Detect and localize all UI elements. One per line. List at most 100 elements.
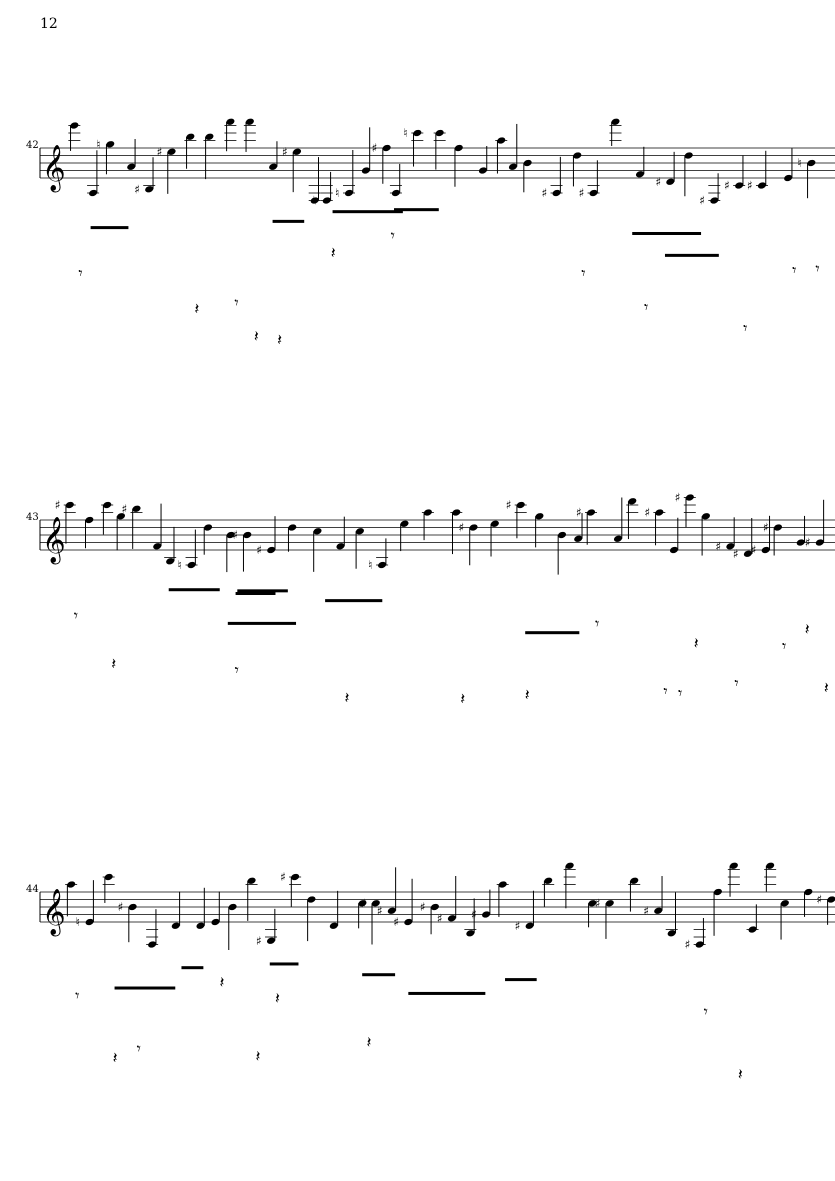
system-43: 𝄞♯𝄾𝄽♯♮𝄾♯♯𝄽♮𝄽♯♯𝄽♯𝄾♯𝄾𝄾♯𝄽♯𝄾♯♯♯𝄾𝄽♯𝄽 [39, 491, 835, 708]
notehead [516, 501, 525, 509]
notehead [269, 163, 278, 170]
notehead [148, 941, 157, 948]
rest: 𝄽 [460, 689, 465, 708]
notehead [784, 174, 793, 182]
notehead [482, 911, 491, 918]
notehead [378, 561, 387, 569]
notehead [498, 881, 507, 888]
beam [227, 621, 297, 625]
notehead [635, 171, 645, 178]
treble-clef: 𝄞 [42, 517, 66, 565]
natural-accidental: ♮ [797, 156, 801, 170]
natural-accidental: ♮ [178, 558, 182, 572]
notehead [523, 159, 532, 167]
notehead [710, 197, 719, 204]
sharp-accidental: ♯ [644, 506, 650, 520]
notehead [400, 520, 409, 527]
notehead [85, 918, 94, 926]
sharp-accidental: ♯ [675, 491, 681, 505]
notehead [127, 163, 136, 170]
notehead [167, 148, 176, 155]
beam [114, 986, 176, 990]
notehead [713, 888, 722, 896]
notehead [413, 129, 422, 137]
notehead [535, 513, 544, 520]
notehead [205, 133, 214, 140]
sharp-accidental: ♯ [579, 186, 585, 200]
rest: 𝄽 [805, 620, 810, 639]
sharp-accidental: ♯ [655, 175, 661, 189]
notehead [132, 505, 141, 512]
notehead [726, 543, 735, 550]
rest: 𝄽 [219, 972, 224, 991]
beam [325, 599, 383, 603]
rest: 𝄽 [194, 299, 199, 318]
notehead [267, 546, 276, 554]
sharp-accidental: ♯ [763, 521, 769, 535]
measure-number-44: 44 [26, 884, 39, 895]
notehead [313, 528, 322, 535]
sharp-accidental: ♯ [157, 145, 163, 159]
notehead [336, 543, 345, 550]
notehead [322, 197, 331, 204]
beam [525, 631, 580, 635]
sharp-accidental: ♯ [121, 502, 127, 516]
sharp-accidental: ♯ [256, 543, 262, 557]
rest: 𝄽 [277, 330, 282, 349]
notehead [104, 873, 113, 881]
notehead [187, 561, 196, 569]
notehead [552, 189, 561, 197]
natural-accidental: ♮ [403, 126, 407, 140]
treble-clef: 𝄞 [42, 889, 66, 937]
rest: 𝄽 [256, 1047, 261, 1066]
notehead [508, 163, 518, 170]
notehead [666, 178, 675, 185]
notehead [344, 189, 354, 197]
sharp-accidental: ♯ [805, 536, 811, 550]
notehead [466, 930, 475, 937]
sharp-accidental: ♯ [256, 934, 262, 948]
notehead [827, 896, 835, 903]
sharp-accidental: ♯ [595, 896, 601, 910]
treble-clef: 𝄞 [42, 145, 66, 193]
notehead [358, 900, 367, 907]
notehead [490, 520, 499, 527]
sharp-accidental: ♯ [576, 506, 582, 520]
notehead [387, 907, 396, 914]
sharp-accidental: ♯ [282, 145, 288, 159]
rest: 𝄾 [743, 319, 747, 338]
sharp-accidental: ♯ [515, 919, 521, 933]
rest: 𝄾 [663, 681, 667, 700]
sharp-accidental: ♯ [506, 498, 512, 512]
notehead [361, 167, 370, 174]
beam [408, 991, 486, 995]
rest: 𝄽 [738, 1065, 743, 1084]
beam [394, 208, 439, 212]
notehead [391, 189, 400, 197]
rest: 𝄽 [344, 688, 349, 707]
rest: 𝄽 [366, 1032, 371, 1051]
notehead [103, 501, 112, 509]
notehead [247, 877, 256, 884]
rest: 𝄾 [644, 298, 648, 317]
rest: 𝄾 [74, 606, 78, 625]
rest: 𝄾 [234, 293, 238, 312]
notehead [371, 900, 380, 907]
notehead [773, 524, 783, 531]
rest: 𝄾 [792, 260, 796, 279]
notehead [729, 862, 738, 869]
notehead [628, 498, 637, 505]
rest: 𝄽 [331, 243, 336, 262]
sharp-accidental: ♯ [232, 528, 238, 542]
natural-accidental: ♮ [368, 558, 372, 572]
rest: 𝄽 [275, 989, 280, 1008]
notehead [128, 903, 137, 911]
notehead [630, 877, 639, 884]
sharp-accidental: ♯ [437, 911, 443, 925]
notehead [430, 903, 439, 911]
sharp-accidental: ♯ [699, 194, 705, 208]
notehead [166, 558, 175, 565]
notehead [266, 937, 276, 944]
sharp-accidental: ♯ [134, 182, 140, 196]
notehead [452, 509, 461, 516]
